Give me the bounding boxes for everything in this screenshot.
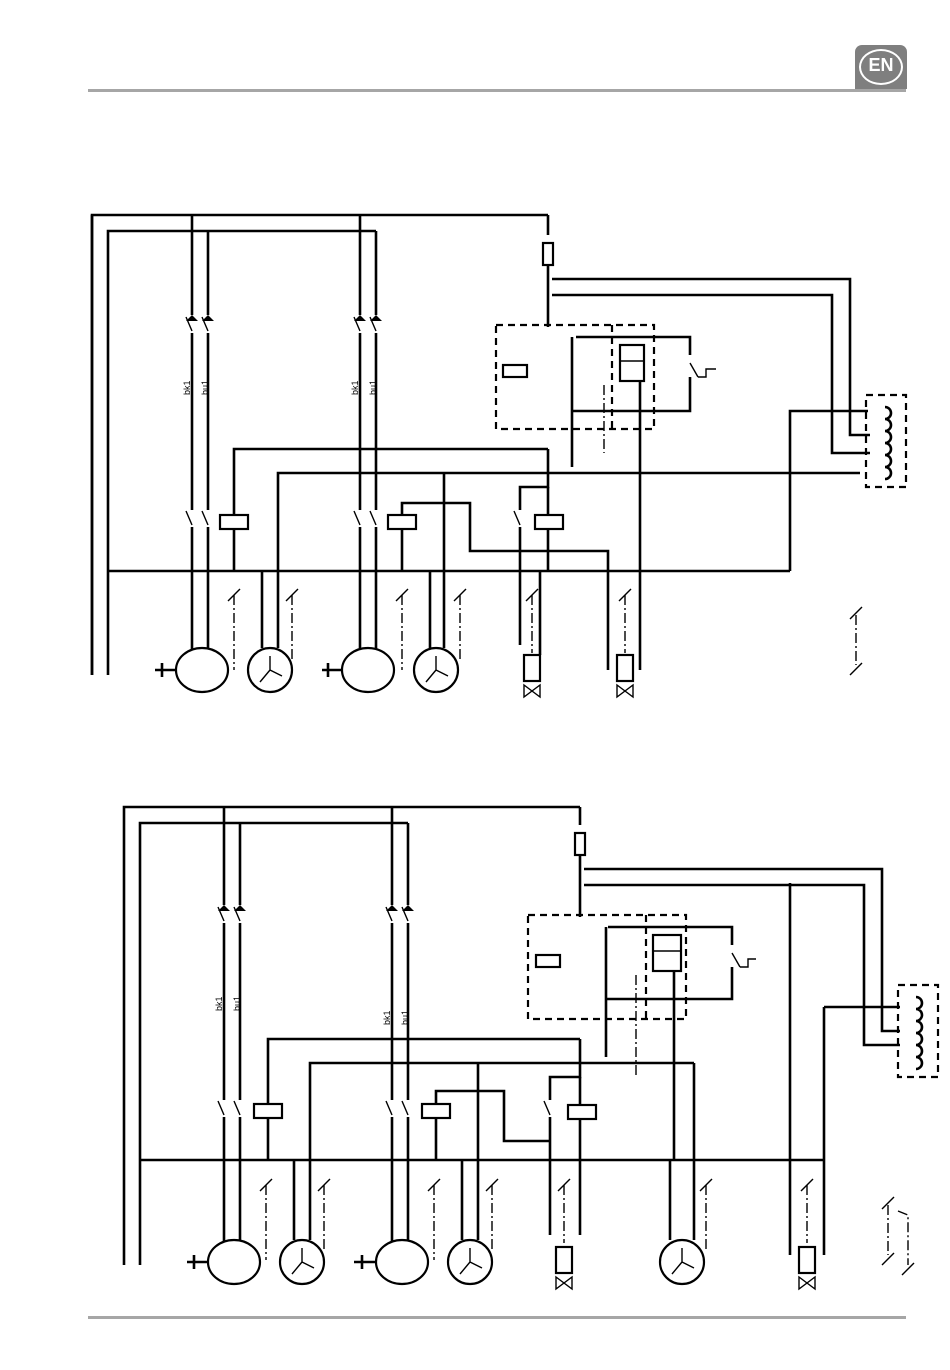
motor-branch-1 [155, 215, 860, 692]
footer-rule [88, 1316, 906, 1319]
valve-branches [544, 883, 824, 1289]
wire-label: bk1 [214, 996, 224, 1011]
wire-label: bk1 [350, 380, 360, 395]
language-code: EN [855, 55, 907, 76]
wire-label: bu1 [232, 996, 242, 1011]
wiring-diagram-2: bk1 bu1 bk1 bu1 [0, 795, 950, 1295]
wire-label: bu1 [400, 1010, 410, 1025]
language-badge: EN [855, 45, 907, 89]
motor-branch-1 [187, 807, 694, 1284]
wire-label: bk1 [382, 1010, 392, 1025]
terminal-block [850, 395, 906, 675]
supply-lines [92, 215, 790, 675]
supply-lines [124, 807, 824, 1265]
wire-label: bk1 [182, 380, 192, 395]
wire-label: bu1 [200, 380, 210, 395]
motor-branch-2 [322, 215, 608, 692]
terminal-block [882, 985, 938, 1275]
valve-branches [514, 449, 640, 697]
wiring-diagram-1: bk1 bu1 bk1 bu1 [0, 205, 950, 705]
header-rule [88, 89, 906, 92]
wire-label: bu1 [368, 380, 378, 395]
motor-branch-2 [354, 807, 550, 1284]
